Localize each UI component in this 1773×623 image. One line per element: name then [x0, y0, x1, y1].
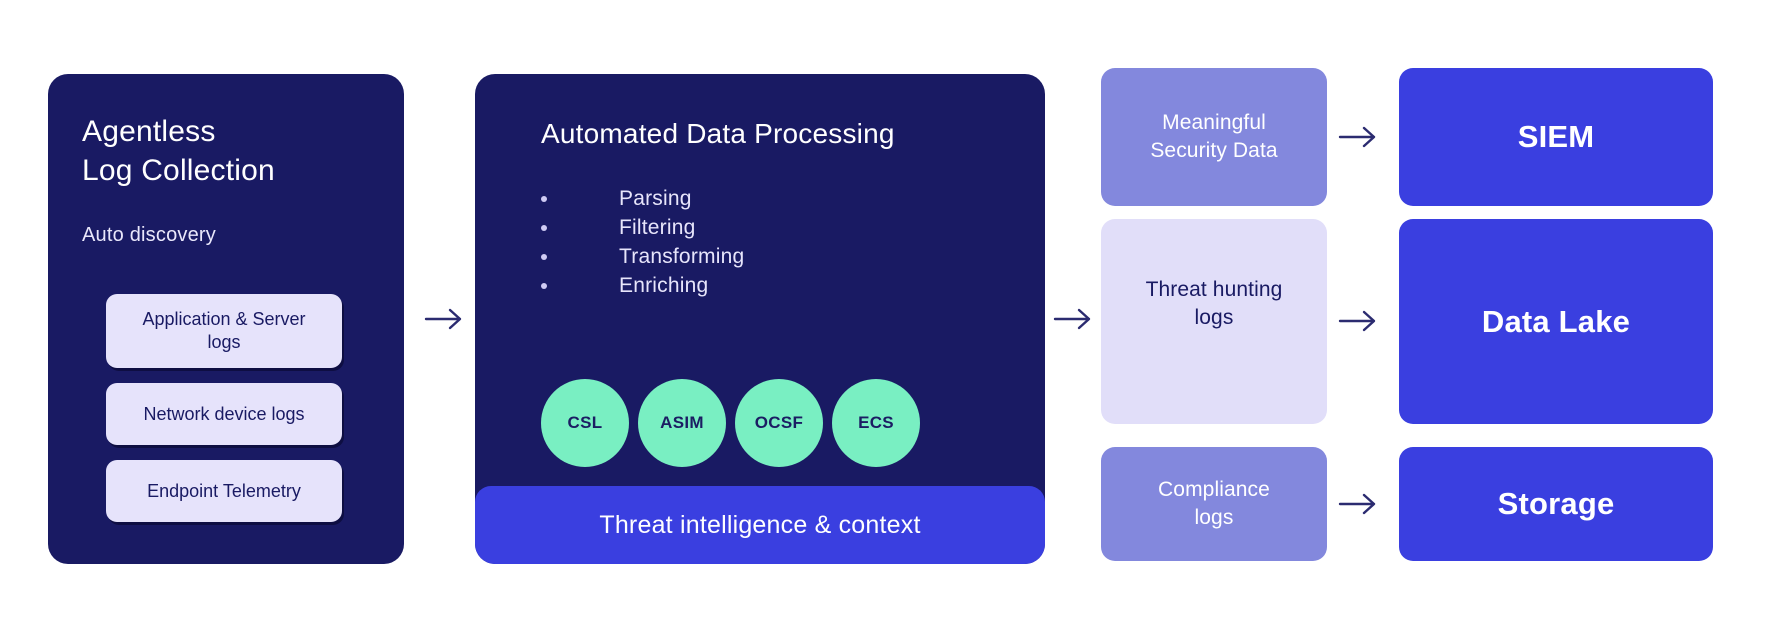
log-source-chip-application-server[interactable]: Application & Server logs: [106, 294, 342, 368]
processing-step-filtering: Filtering: [475, 213, 1045, 242]
schema-badge-asim[interactable]: ASIM: [638, 379, 726, 467]
collection-card-subtitle: Auto discovery: [82, 224, 216, 246]
log-source-chip-endpoint-telemetry[interactable]: Endpoint Telemetry: [106, 460, 342, 522]
arrow-right-icon-compliance-to-storage: [1338, 491, 1382, 517]
processing-step-transforming: Transforming: [475, 242, 1045, 271]
processing-step-enriching: Enriching: [475, 271, 1045, 300]
schema-badge-ocsf[interactable]: OCSF: [735, 379, 823, 467]
output-box-meaningful-security-data-label: Meaningful Security Data: [1150, 111, 1278, 162]
arrow-right-icon-threat-to-lake: [1338, 308, 1382, 334]
log-source-chip-network-device[interactable]: Network device logs: [106, 383, 342, 445]
arrow-right-icon-collection-to-processing: [424, 306, 468, 332]
collection-card-title: Agentless Log Collection: [82, 115, 275, 187]
destination-box-siem-label: SIEM: [1517, 119, 1595, 154]
threat-intelligence-banner: Threat intelligence & context: [475, 486, 1045, 564]
destination-box-storage[interactable]: Storage: [1399, 447, 1713, 561]
destination-box-storage-label: Storage: [1497, 486, 1615, 521]
output-box-compliance-logs[interactable]: Compliance logs: [1101, 447, 1327, 561]
schema-badge-ecs[interactable]: ECS: [832, 379, 920, 467]
processing-step-parsing: Parsing: [475, 184, 1045, 213]
processing-steps-list: Parsing Filtering Transforming Enriching: [475, 152, 1045, 300]
schema-badge-list: CSL ASIM OCSF ECS: [541, 379, 920, 467]
schema-badge-csl[interactable]: CSL: [541, 379, 629, 467]
arrow-right-icon-meaningful-to-siem: [1338, 124, 1382, 150]
output-box-threat-hunting-logs[interactable]: Threat hunting logs: [1101, 219, 1327, 424]
destination-box-siem[interactable]: SIEM: [1399, 68, 1713, 206]
output-box-compliance-logs-label: Compliance logs: [1158, 478, 1270, 529]
destination-box-data-lake[interactable]: Data Lake: [1399, 219, 1713, 424]
destination-box-data-lake-label: Data Lake: [1481, 303, 1631, 339]
log-source-chip-list: Application & Server logs Network device…: [106, 294, 342, 522]
automated-data-processing-card: Automated Data Processing Parsing Filter…: [475, 74, 1045, 564]
output-box-meaningful-security-data[interactable]: Meaningful Security Data: [1101, 68, 1327, 206]
processing-card-title: Automated Data Processing: [541, 118, 895, 149]
arrow-right-icon-processing-to-outputs: [1053, 306, 1097, 332]
output-box-threat-hunting-logs-label: Threat hunting logs: [1145, 277, 1283, 329]
